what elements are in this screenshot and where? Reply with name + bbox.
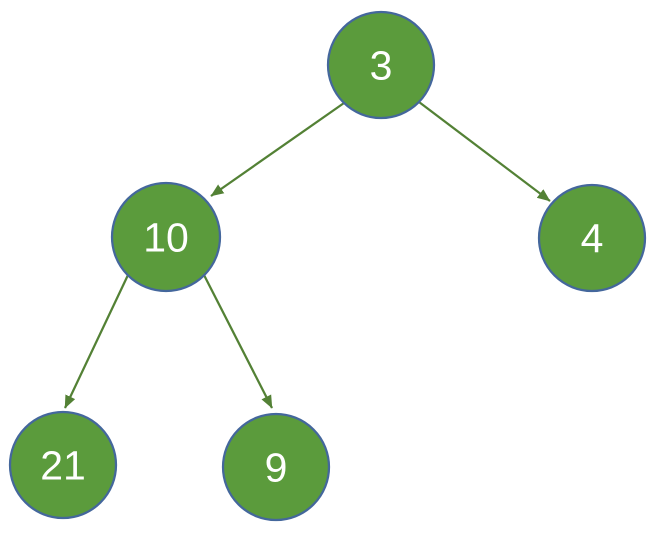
node-circle-21 <box>8 410 118 520</box>
tree-node-21: 21 <box>8 410 118 520</box>
tree-edge-n10-to-n9 <box>202 274 274 409</box>
tree-node-4: 4 <box>537 183 647 293</box>
tree-edge-root-to-n10 <box>210 102 345 197</box>
tree-edge-root-to-n4 <box>418 101 551 202</box>
tree-node-9: 9 <box>221 412 331 522</box>
node-label-9: 9 <box>265 445 288 491</box>
node-circle-3 <box>326 10 436 120</box>
node-circle-10 <box>110 181 222 293</box>
nodes-layer: 3 10 4 21 9 <box>8 10 647 522</box>
edges-layer <box>63 101 551 409</box>
node-circle-9 <box>221 412 331 522</box>
node-circle-4 <box>537 183 647 293</box>
node-label-4: 4 <box>581 216 604 262</box>
node-label-21: 21 <box>40 443 86 489</box>
tree-node-3: 3 <box>326 10 436 120</box>
tree-node-10: 10 <box>110 181 222 293</box>
node-label-3: 3 <box>370 43 393 89</box>
node-label-10: 10 <box>143 215 189 261</box>
tree-edge-n10-to-n21 <box>63 274 130 409</box>
